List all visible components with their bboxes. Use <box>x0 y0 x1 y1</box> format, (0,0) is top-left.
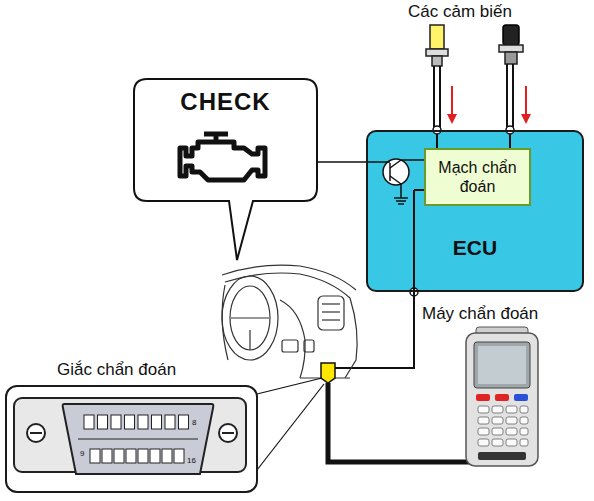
connector-heading: Giắc chẩn đoán <box>55 360 178 380</box>
obd-connector <box>14 398 246 474</box>
ecu-fill <box>367 131 583 291</box>
signal-arrow <box>447 86 531 124</box>
sensor-yellow <box>426 25 448 66</box>
connector-callout: Giắc chẩn đoán <box>5 385 258 493</box>
diagnostic-circuit-box: Mạch chẩn đoán <box>424 148 531 206</box>
lamp-wire <box>318 161 366 163</box>
transistor-symbol <box>366 159 425 204</box>
ecu-box: ECU Mạch chẩn đoán <box>366 130 584 292</box>
scanner-device <box>466 327 538 466</box>
sensor-heading: Các cảm biến <box>408 2 512 22</box>
callout-outline <box>134 79 317 260</box>
pin-number: 16 <box>187 456 196 465</box>
engine-icon <box>180 134 265 180</box>
warning-lamp-callout: CHECK <box>133 78 318 202</box>
pin-number: 8 <box>192 418 196 427</box>
circuit-label: Mạch chẩn đoán <box>430 158 525 196</box>
pin-number: 9 <box>80 449 84 458</box>
dash-connector <box>321 363 335 383</box>
scanner-heading: Máy chẩn đoán <box>422 304 538 324</box>
sensor-wire <box>434 64 513 150</box>
ecu-label: ECU <box>368 236 582 260</box>
leader-line <box>257 378 324 470</box>
lamp-text: CHECK <box>133 88 318 116</box>
diag-wire <box>335 190 425 368</box>
dashboard-sketch <box>222 265 357 378</box>
lamp-wire <box>318 162 366 163</box>
sensor-black <box>499 25 523 64</box>
